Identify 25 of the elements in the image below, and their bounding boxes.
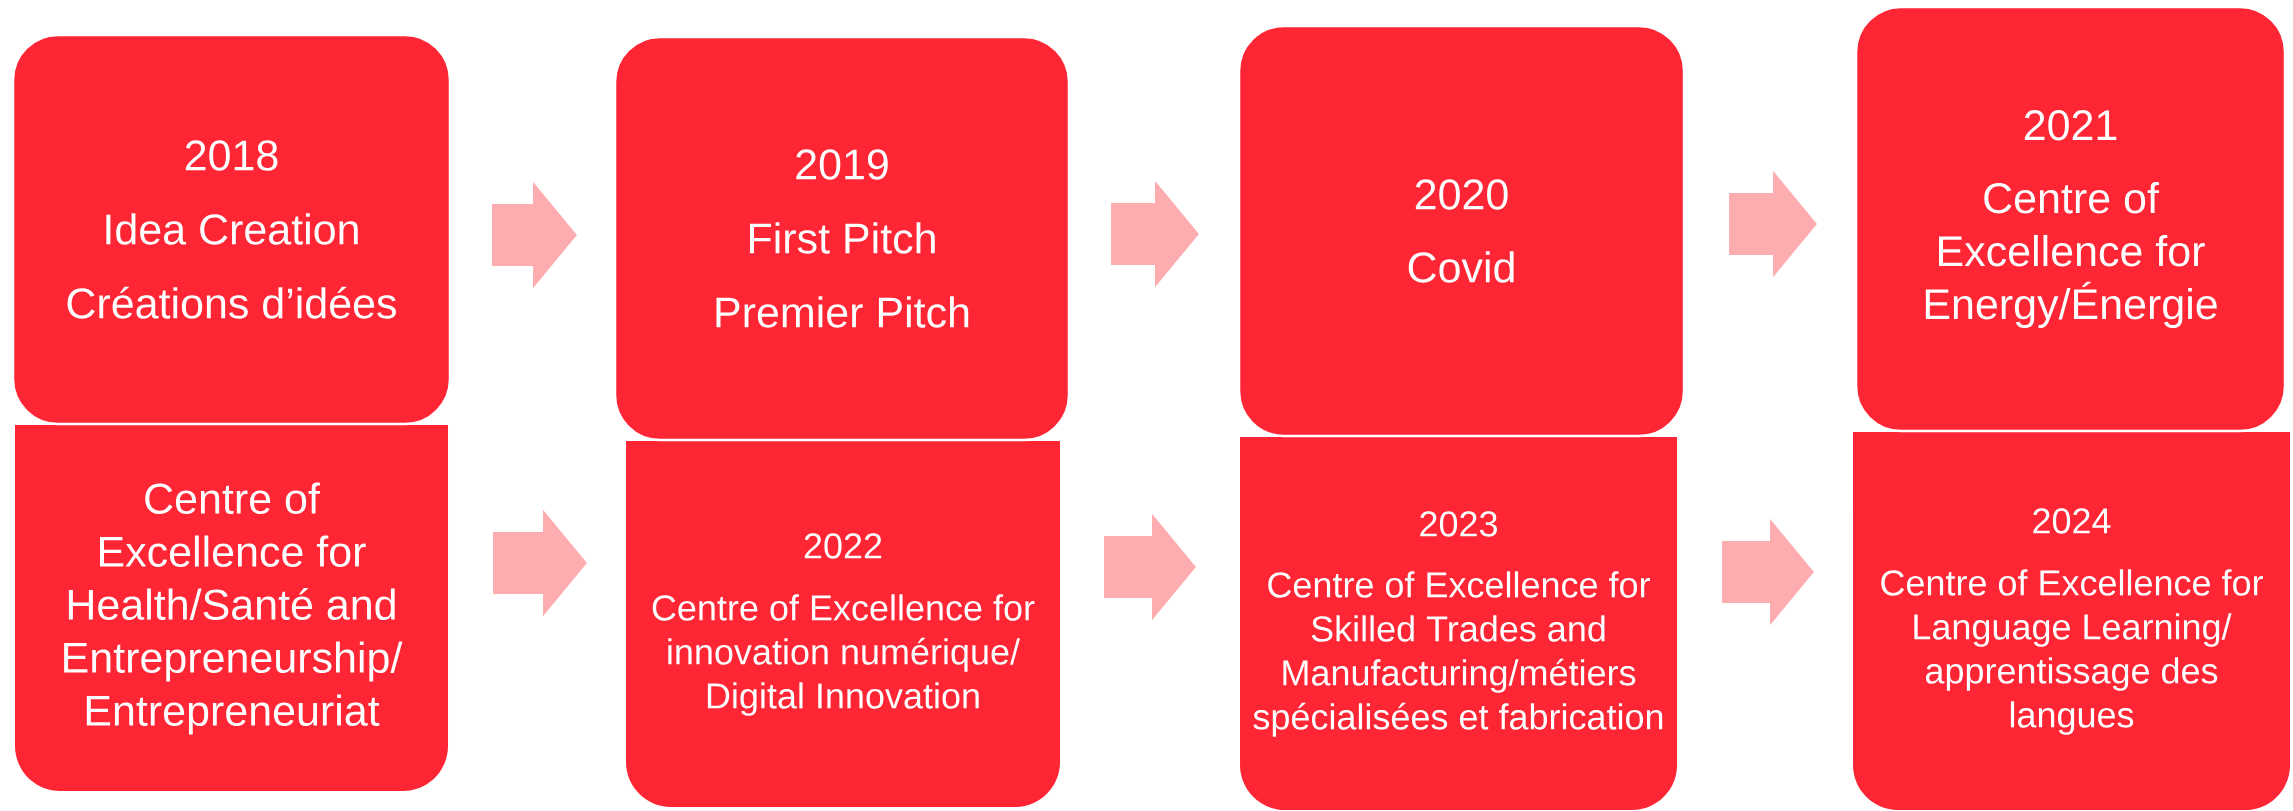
box-text: Centre of Excellence for innovation numérique/Digital Innovation — [652, 594, 1035, 716]
box-text: 2022 — [804, 533, 882, 559]
timeline-box — [1854, 5, 2287, 433]
box-text: 2020 — [1415, 179, 1508, 210]
box-text: 2024 — [2033, 508, 2111, 534]
timeline-box — [15, 425, 448, 791]
box-text: Centre of Excellence for Energy/Énergie — [1925, 181, 2217, 328]
timeline-box — [626, 441, 1060, 807]
box-text: Créations d’idées — [67, 286, 396, 319]
box-text: 2023 — [1420, 511, 1497, 537]
box-text: Centre of Excellence for Skilled Trades and Manufacturing/métiers spécialisées et fabrication — [1253, 571, 1663, 737]
box-text: Idea Creation — [106, 213, 358, 245]
box-text: 2018 — [185, 140, 278, 171]
box-text: First Pitch — [750, 222, 935, 254]
timeline-box — [1240, 437, 1678, 810]
box-text: 2021 — [2024, 110, 2117, 141]
timeline-box — [1853, 432, 2291, 810]
box-text: 2019 — [796, 149, 888, 180]
box-text: Centre of Excellence for Health/Santé and Entrepreneurship/Entrepreneuriat — [64, 482, 403, 735]
timeline-box — [613, 35, 1071, 442]
timeline-box — [1237, 24, 1686, 438]
box-text: Covid — [1408, 251, 1514, 283]
box-text: Centre of Excellence for Language Learning/apprentissage des langues — [1881, 569, 2263, 735]
box-text: Premier Pitch — [716, 296, 969, 328]
timeline-box — [11, 33, 452, 426]
